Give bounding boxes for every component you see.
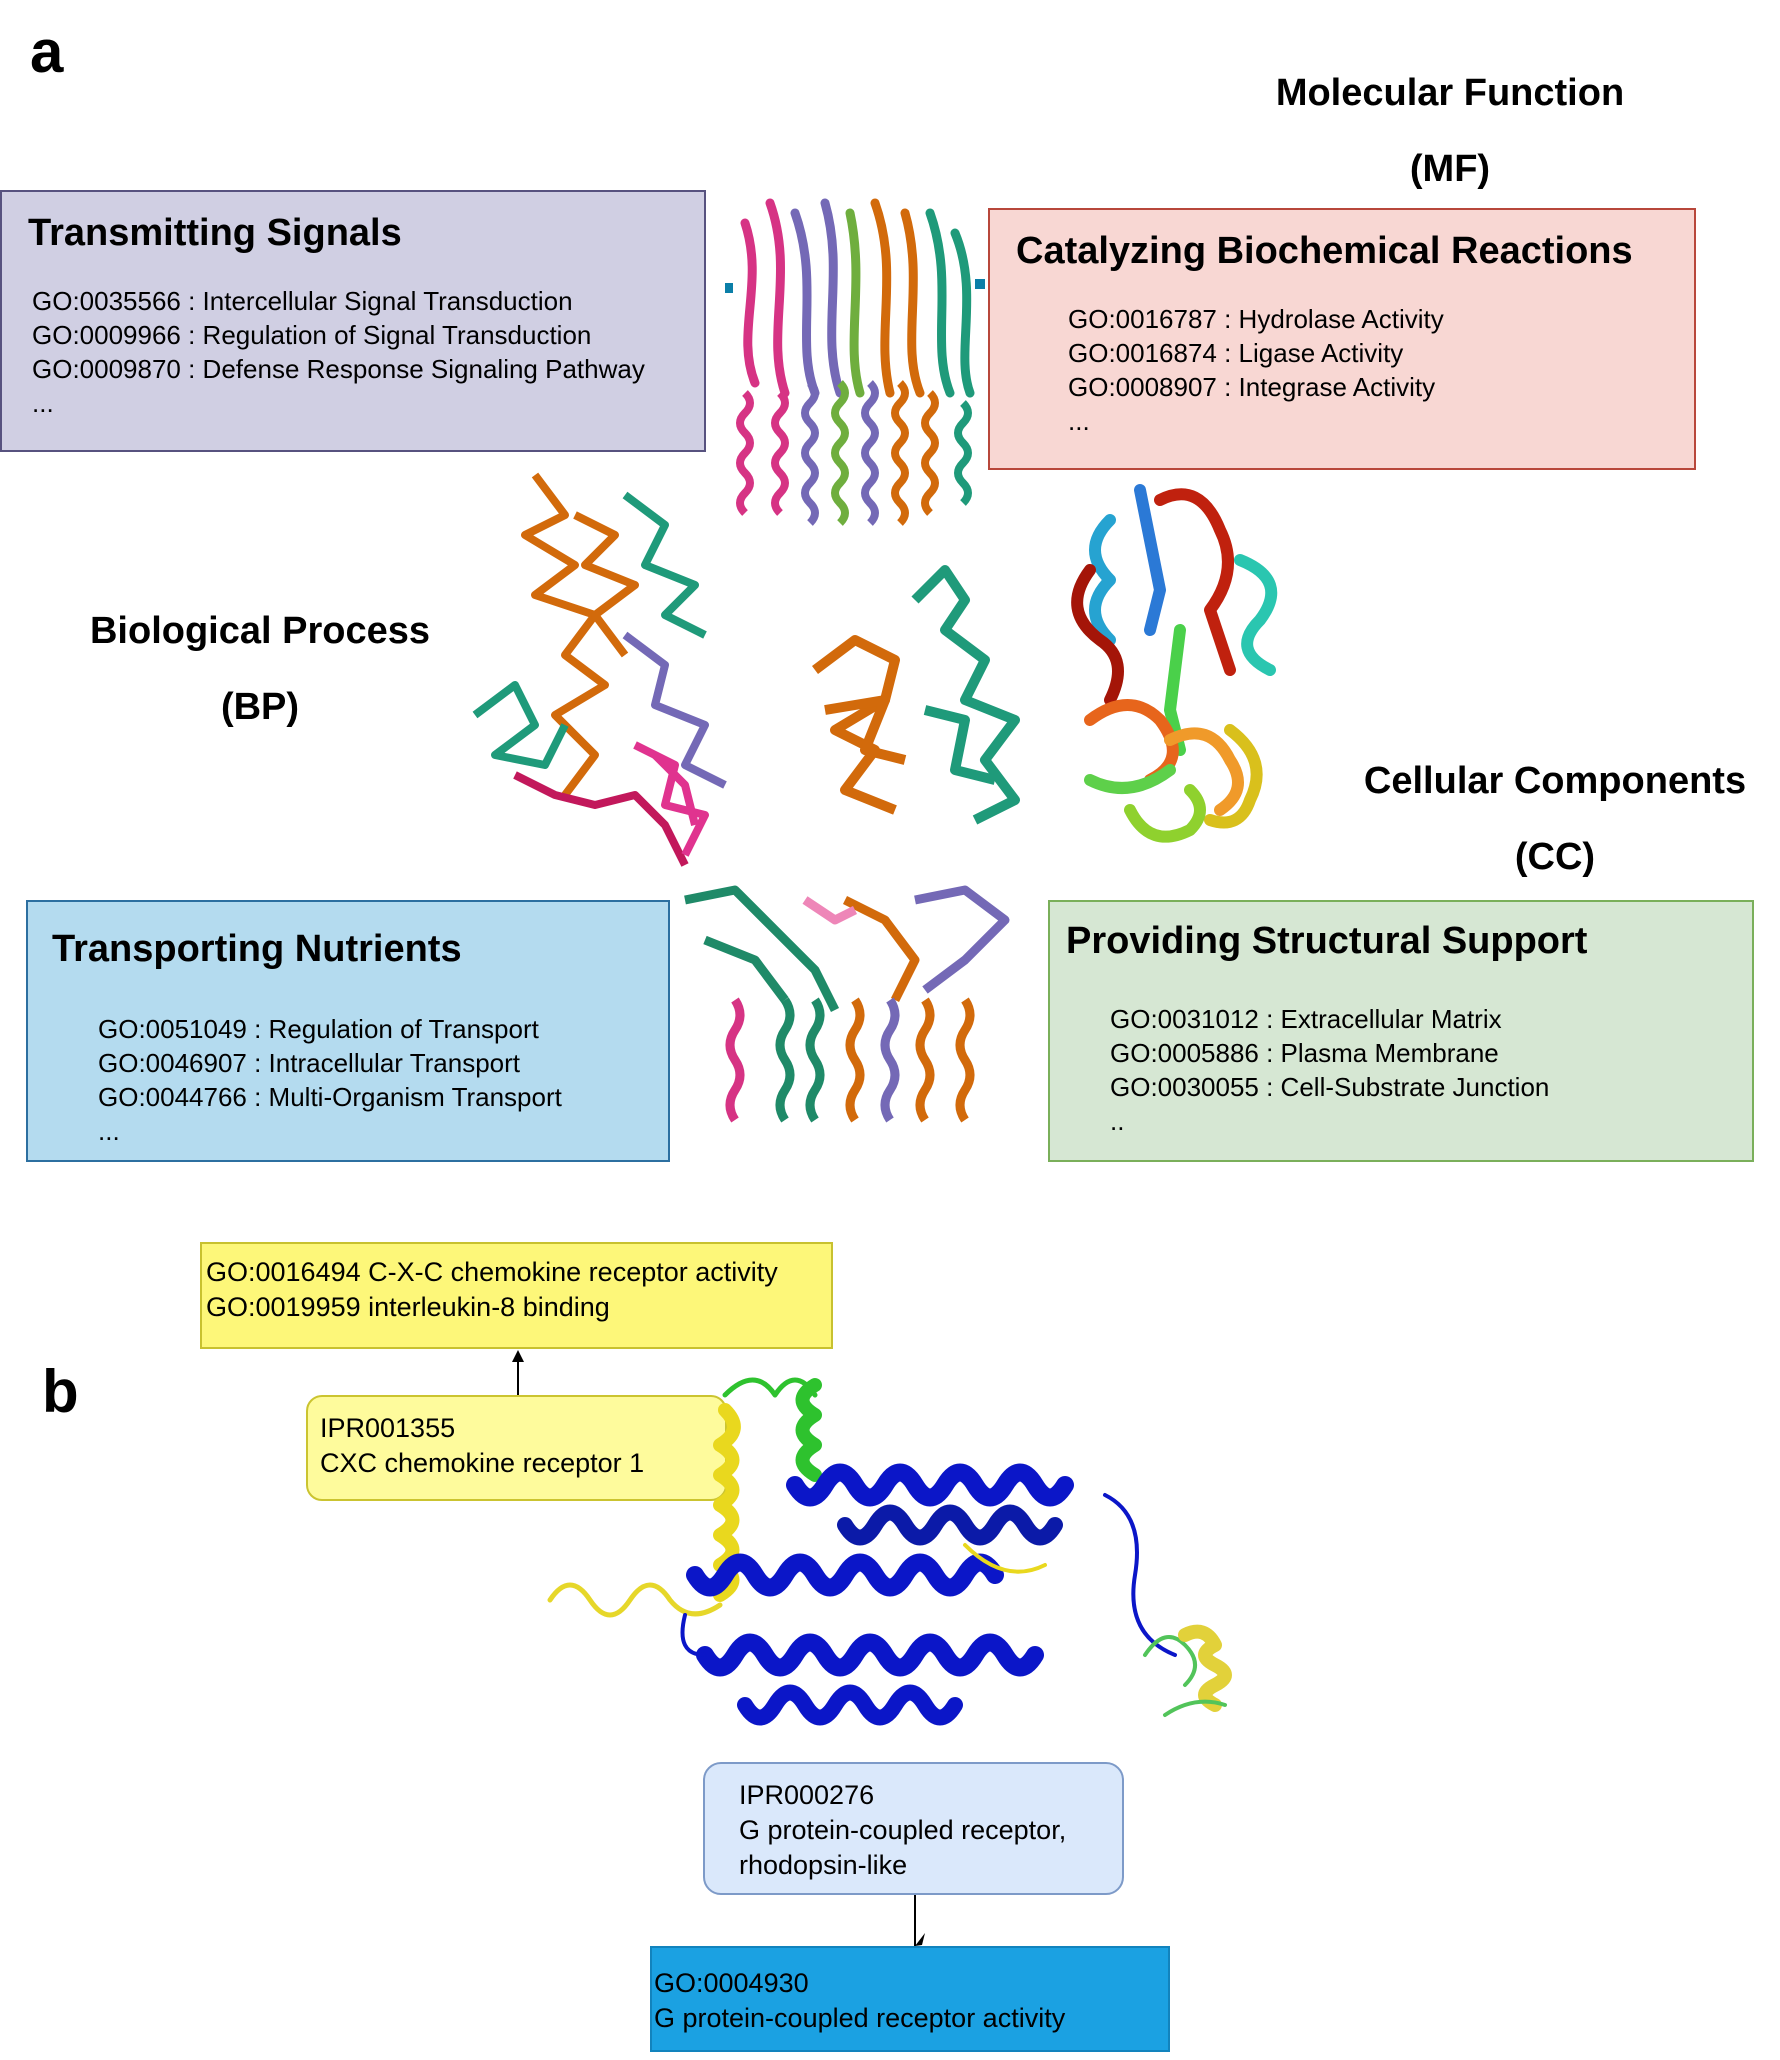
category-mf-abbr: (MF) (1409, 148, 1491, 190)
go-term: GO:0044766 : Multi-Organism Transport (98, 1082, 562, 1112)
transporter-protein-image (684, 885, 1010, 1123)
go-term: GO:0030055 : Cell-Substrate Junction (1110, 1072, 1550, 1102)
panel-label-a: a (30, 18, 64, 85)
rainbow-protein-image (1071, 484, 1278, 843)
go-term-line: GO:0016494 C-X-C chemokine receptor acti… (206, 1257, 778, 1287)
go-term-ellipsis: .. (1110, 1106, 1125, 1136)
box-catalyzing-reactions: Catalyzing Biochemical Reactions GO:0016… (988, 208, 1696, 470)
category-cc-abbr: (CC) (1514, 836, 1596, 878)
go-term: GO:0035566 : Intercellular Signal Transd… (32, 286, 573, 316)
go-term: GO:0009870 : Defense Response Signaling … (32, 354, 645, 384)
box-transmitting-signals: Transmitting Signals GO:0035566 : Interc… (0, 190, 706, 452)
go-term-ellipsis: ... (32, 388, 54, 418)
box-title: Providing Structural Support (1066, 920, 1588, 962)
go-term-name: G protein-coupled receptor activity (654, 2003, 1066, 2033)
go-term: GO:0031012 : Extracellular Matrix (1110, 1004, 1502, 1034)
box-transporting-nutrients: Transporting Nutrients GO:0051049 : Regu… (26, 900, 670, 1162)
go-term-list: GO:0035566 : Intercellular Signal Transd… (32, 284, 645, 420)
arrow-up-icon (512, 1350, 524, 1396)
panel-label-b: b (42, 1358, 79, 1425)
go-term-box-chemokine: GO:0016494 C-X-C chemokine receptor acti… (200, 1242, 833, 1349)
go-term-list: GO:0031012 : Extracellular Matrix GO:000… (1110, 1002, 1549, 1138)
go-term-ellipsis: ... (98, 1116, 120, 1146)
category-bp-name: Biological Process (89, 610, 430, 652)
middle-complex-protein-image (812, 565, 1020, 825)
go-term: GO:0008907 : Integrase Activity (1068, 372, 1436, 402)
go-term: GO:0051049 : Regulation of Transport (98, 1014, 539, 1044)
go-term: GO:0009966 : Regulation of Signal Transd… (32, 320, 592, 350)
go-term: GO:0046907 : Intracellular Transport (98, 1048, 521, 1078)
go-term-line: GO:0019959 interleukin-8 binding (206, 1292, 610, 1322)
go-term: GO:0005886 : Plasma Membrane (1110, 1038, 1499, 1068)
category-bp: Biological Process (BP) (60, 612, 460, 726)
arrow-down-icon (914, 1895, 925, 1946)
go-term-box-gpcr-activity: GO:0004930 G protein-coupled receptor ac… (650, 1946, 1170, 2052)
interpro-box-ipr001355: IPR001355 CXC chemokine receptor 1 (306, 1395, 727, 1501)
interpro-id: IPR001355 (320, 1413, 456, 1443)
category-cc-name: Cellular Components (1363, 760, 1747, 802)
go-term-list: GO:0016787 : Hydrolase Activity GO:00168… (1068, 302, 1444, 438)
interpro-name-cont: rhodopsin-like (739, 1850, 908, 1880)
interpro-box-ipr000276: IPR000276 G protein-coupled receptor, rh… (703, 1762, 1124, 1895)
category-cc: Cellular Components (CC) (1340, 762, 1770, 876)
box-structural-support: Providing Structural Support GO:0031012 … (1048, 900, 1754, 1162)
box-title: Catalyzing Biochemical Reactions (1016, 230, 1633, 272)
category-mf-name: Molecular Function (1275, 72, 1625, 114)
go-term-list: GO:0051049 : Regulation of Transport GO:… (98, 1012, 562, 1148)
box-title: Transporting Nutrients (52, 928, 462, 970)
receptor-protein-image (547, 1377, 1232, 1726)
go-term: GO:0016874 : Ligase Activity (1068, 338, 1404, 368)
go-term-ellipsis: ... (1068, 406, 1090, 436)
category-mf: Molecular Function (MF) (1230, 74, 1670, 188)
box-title: Transmitting Signals (28, 212, 402, 254)
category-bp-abbr: (BP) (220, 686, 300, 728)
interpro-name: G protein-coupled receptor, (739, 1815, 1067, 1845)
interpro-id: IPR000276 (739, 1780, 875, 1810)
interpro-name: CXC chemokine receptor 1 (320, 1448, 645, 1478)
go-term-id: GO:0004930 (654, 1968, 809, 1998)
bp-complex-protein-image (472, 472, 727, 867)
go-term: GO:0016787 : Hydrolase Activity (1068, 304, 1444, 334)
pentamer-protein-image (725, 198, 985, 526)
